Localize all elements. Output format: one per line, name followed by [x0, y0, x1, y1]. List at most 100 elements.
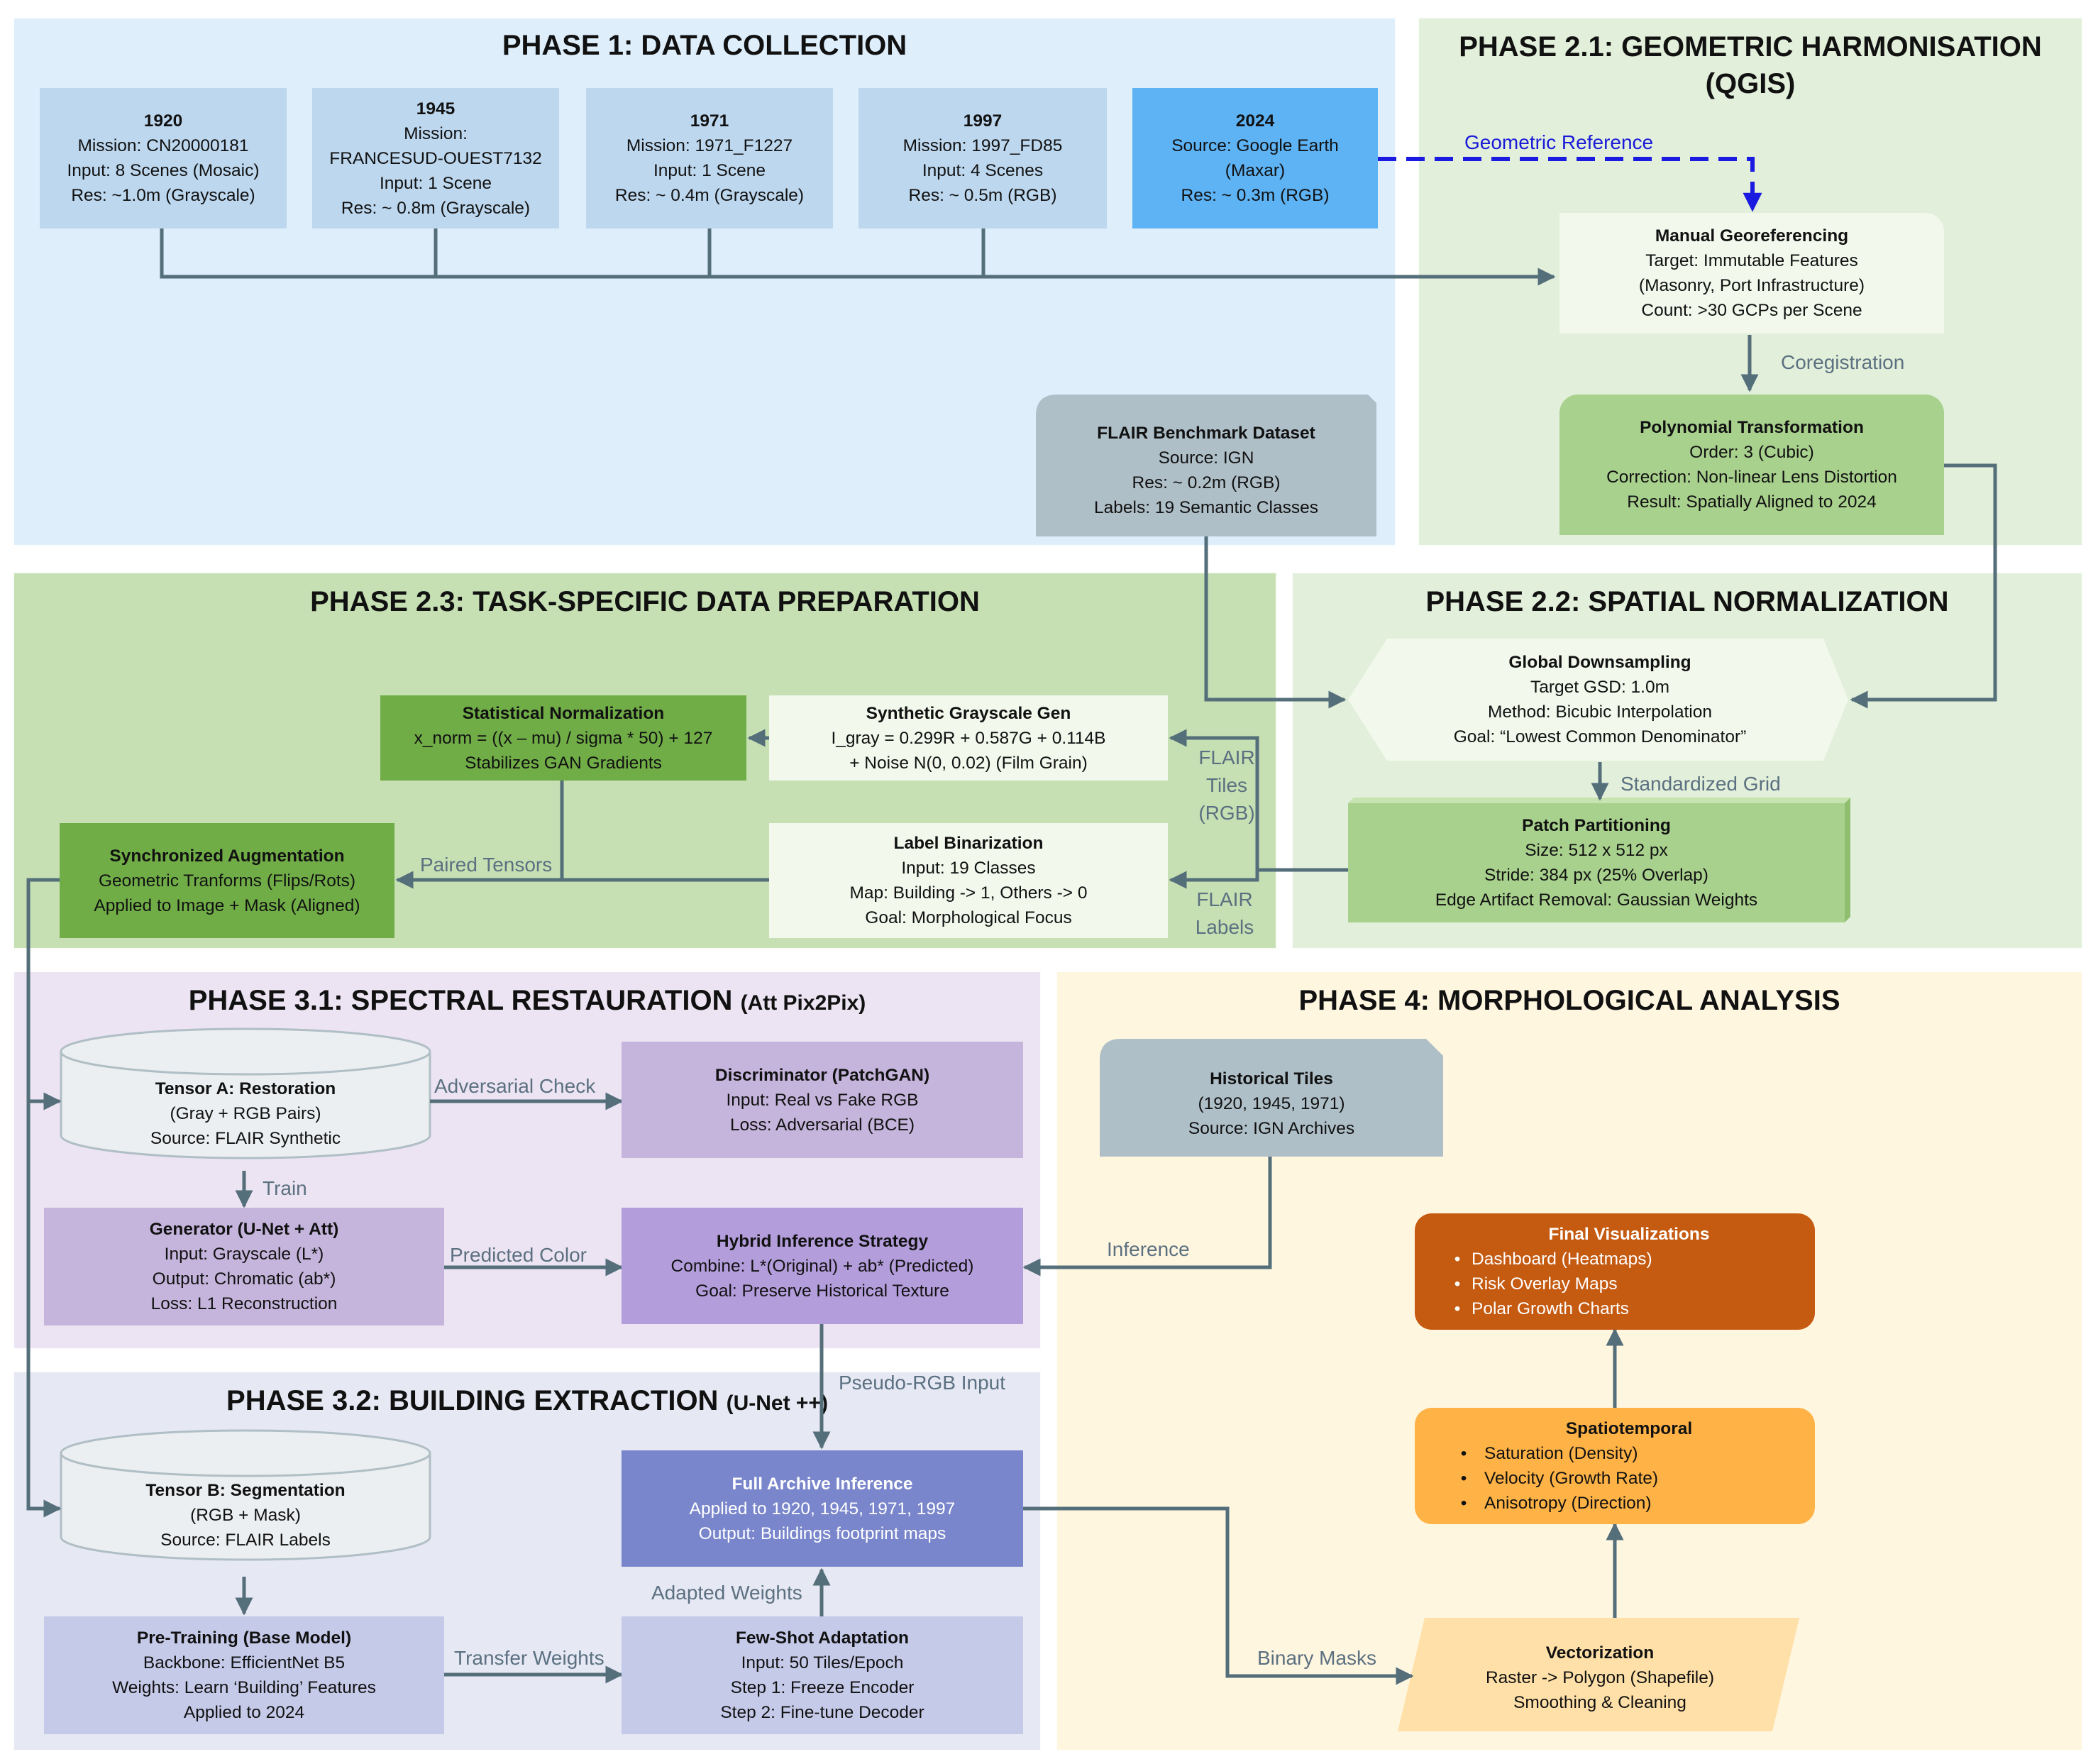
year-2024-line: Res: ~ 0.3m (RGB)	[1181, 186, 1330, 205]
year-1920-title: 1920	[143, 111, 183, 131]
year-1997-title: 1997	[963, 111, 1003, 131]
labelbin-line: Map: Building -> 1, Others -> 0	[849, 883, 1088, 903]
historical-tiles-box: Historical Tiles (1920, 1945, 1971) Sour…	[1100, 1050, 1443, 1157]
few-shot-adaptation-box: Few-Shot Adaptation Input: 50 Tiles/Epoc…	[622, 1616, 1023, 1734]
label-flair-tiles-l2: Tiles	[1205, 774, 1248, 796]
year-1945-line: Input: 1 Scene	[379, 173, 492, 193]
patch-line: Edge Artifact Removal: Gaussian Weights	[1435, 891, 1758, 910]
downsampling-line: Goal: “Lowest Common Denominator”	[1453, 727, 1747, 746]
vector-line: Smoothing & Cleaning	[1513, 1692, 1686, 1712]
phase4-title: PHASE 4: MORPHOLOGICAL ANALYSIS	[1298, 985, 1840, 1016]
tensor-b-line: Source: FLAIR Labels	[160, 1530, 331, 1550]
phase21-title-line2: (QGIS)	[1705, 68, 1796, 99]
downsampling-box: Global Downsampling Target GSD: 1.0m Met…	[1362, 639, 1838, 761]
georeferencing-title: Manual Georeferencing	[1655, 226, 1849, 246]
phase32-title-main: PHASE 3.2: BUILDING EXTRACTION	[226, 1385, 719, 1416]
spatio-title: Spatiotemporal	[1565, 1419, 1693, 1438]
fewshot-line: Step 1: Freeze Encoder	[730, 1678, 915, 1697]
year-1945-line: Mission:	[404, 123, 468, 143]
syncaug-line: Applied to Image + Mask (Aligned)	[94, 895, 360, 915]
phase32-title-sub: (U-Net ++)	[726, 1391, 828, 1415]
year-1971-line: Input: 1 Scene	[653, 161, 766, 180]
year-1971-line: Res: ~ 0.4m (Grayscale)	[614, 186, 805, 205]
polynomial-box: Polynomial Transformation Order: 3 (Cubi…	[1559, 395, 1944, 535]
disc-title: Discriminator (PatchGAN)	[714, 1065, 930, 1085]
year-2024-box: 2024 Source: Google Earth (Maxar) Res: ~…	[1132, 88, 1378, 228]
tensor-a-line: (Gray + RGB Pairs)	[170, 1103, 321, 1123]
georeferencing-line: Target: Immutable Features	[1645, 251, 1858, 270]
labelbin-title: Label Binarization	[893, 834, 1044, 853]
statnorm-line: Stabilizes GAN Gradients	[465, 753, 662, 773]
patch-line: Size: 512 x 512 px	[1525, 841, 1668, 860]
flair-line: Res: ~ 0.2m (RGB)	[1132, 473, 1281, 492]
vectorization-box: Vectorization Raster -> Polygon (Shapefi…	[1412, 1632, 1788, 1723]
vector-line: Raster -> Polygon (Shapefile)	[1485, 1667, 1715, 1687]
downsampling-title: Global Downsampling	[1508, 653, 1691, 672]
phase21-title-line1: PHASE 2.1: GEOMETRIC HARMONISATION	[1459, 31, 2042, 62]
gen-line: Input: Grayscale (L*)	[164, 1245, 324, 1264]
disc-line: Loss: Adversarial (BCE)	[729, 1115, 915, 1135]
label-adapted-weights: Adapted Weights	[651, 1582, 802, 1604]
label-flair-labels-l2: Labels	[1195, 916, 1254, 938]
year-1997-line: Res: ~ 0.5m (RGB)	[908, 186, 1057, 205]
labelbin-line: Goal: Morphological Focus	[865, 908, 1072, 927]
synthetic-grayscale-box: Synthetic Grayscale Gen I_gray = 0.299R …	[769, 695, 1168, 781]
label-coregistration: Coregistration	[1781, 351, 1905, 373]
year-1971-line: Mission: 1971_F1227	[626, 136, 793, 155]
finalvis-title: Final Visualizations	[1548, 1225, 1710, 1244]
finalvis-item: •Polar Growth Charts	[1454, 1299, 1629, 1318]
pre-training-box: Pre-Training (Base Model) Backbone: Effi…	[44, 1616, 444, 1734]
patch-title: Patch Partitioning	[1522, 816, 1671, 835]
pretrain-line: Weights: Learn ‘Building’ Features	[112, 1678, 376, 1697]
polynomial-line: Result: Spatially Aligned to 2024	[1627, 492, 1877, 512]
generator-box: Generator (U-Net + Att) Input: Grayscale…	[44, 1208, 444, 1325]
statnorm-line: x_norm = ((x – mu) / sigma * 50) + 127	[414, 728, 713, 748]
year-1971-box: 1971 Mission: 1971_F1227 Input: 1 Scene …	[586, 88, 833, 228]
downsampling-line: Target GSD: 1.0m	[1530, 678, 1670, 697]
gen-title: Generator (U-Net + Att)	[149, 1220, 339, 1239]
phase31-title: PHASE 3.1: SPECTRAL RESTAURATION (Att Pi…	[14, 982, 1040, 1022]
year-1971-title: 1971	[690, 111, 729, 131]
phase31-title-main: PHASE 3.1: SPECTRAL RESTAURATION	[188, 985, 733, 1016]
tensor-b-line: (RGB + Mask)	[190, 1505, 301, 1525]
spatio-item: •Anisotropy (Direction)	[1460, 1494, 1652, 1513]
syncaug-title: Synchronized Augmentation	[109, 846, 345, 866]
label-flair-tiles: FLAIR Tiles (RGB)	[1198, 744, 1256, 827]
label-inference: Inference	[1107, 1238, 1190, 1260]
label-predicted-color: Predicted Color	[450, 1244, 587, 1266]
hybrid-line: Goal: Preserve Historical Texture	[695, 1281, 949, 1301]
year-1945-box: 1945 Mission: FRANCESUD-OUEST7132 Input:…	[312, 88, 559, 228]
flair-dataset-box: FLAIR Benchmark Dataset Source: IGN Res:…	[1036, 404, 1376, 536]
tensor-a-line: Source: FLAIR Synthetic	[150, 1128, 341, 1148]
year-1920-line: Res: ~1.0m (Grayscale)	[71, 186, 255, 205]
downsampling-line: Method: Bicubic Interpolation	[1488, 702, 1712, 722]
disc-line: Input: Real vs Fake RGB	[726, 1090, 919, 1110]
georeferencing-box: Manual Georeferencing Target: Immutable …	[1559, 213, 1944, 333]
patch-line: Stride: 384 px (25% Overlap)	[1484, 866, 1708, 885]
finalvis-item: •Dashboard (Heatmaps)	[1454, 1250, 1652, 1269]
label-geometric-reference: Geometric Reference	[1464, 131, 1654, 153]
pretrain-line: Backbone: EfficientNet B5	[143, 1653, 346, 1672]
label-flair-labels-l1: FLAIR	[1196, 888, 1253, 910]
label-flair-tiles-l1: FLAIR	[1198, 746, 1255, 768]
year-1920-line: Mission: CN20000181	[77, 136, 249, 155]
year-1920-line: Input: 8 Scenes (Mosaic)	[67, 161, 260, 180]
year-1945-title: 1945	[416, 99, 456, 118]
statnorm-title: Statistical Normalization	[462, 703, 665, 723]
histtiles-line: (1920, 1945, 1971)	[1198, 1093, 1345, 1113]
syncaug-line: Geometric Tranforms (Flips/Rots)	[98, 871, 356, 891]
phase22-title: PHASE 2.2: SPATIAL NORMALIZATION	[1425, 586, 1949, 617]
hybrid-inference-box: Hybrid Inference Strategy Combine: L*(Or…	[622, 1208, 1023, 1324]
fewshot-line: Input: 50 Tiles/Epoch	[741, 1653, 904, 1672]
year-1997-box: 1997 Mission: 1997_FD85 Input: 4 Scenes …	[858, 88, 1107, 228]
year-2024-line: Source: Google Earth	[1171, 136, 1339, 155]
discriminator-box: Discriminator (PatchGAN) Input: Real vs …	[622, 1042, 1023, 1158]
phase32-title: PHASE 3.2: BUILDING EXTRACTION (U-Net ++…	[14, 1382, 1040, 1422]
label-transfer-weights: Transfer Weights	[454, 1647, 604, 1669]
year-1920-box: 1920 Mission: CN20000181 Input: 8 Scenes…	[40, 88, 287, 228]
patch-partitioning-box: Patch Partitioning Size: 512 x 512 px St…	[1348, 803, 1845, 922]
label-train: Train	[263, 1177, 307, 1199]
georeferencing-line: Count: >30 GCPs per Scene	[1641, 301, 1862, 320]
phase31-title-sub: (Att Pix2Pix)	[740, 991, 866, 1015]
year-2024-line: (Maxar)	[1225, 161, 1286, 180]
